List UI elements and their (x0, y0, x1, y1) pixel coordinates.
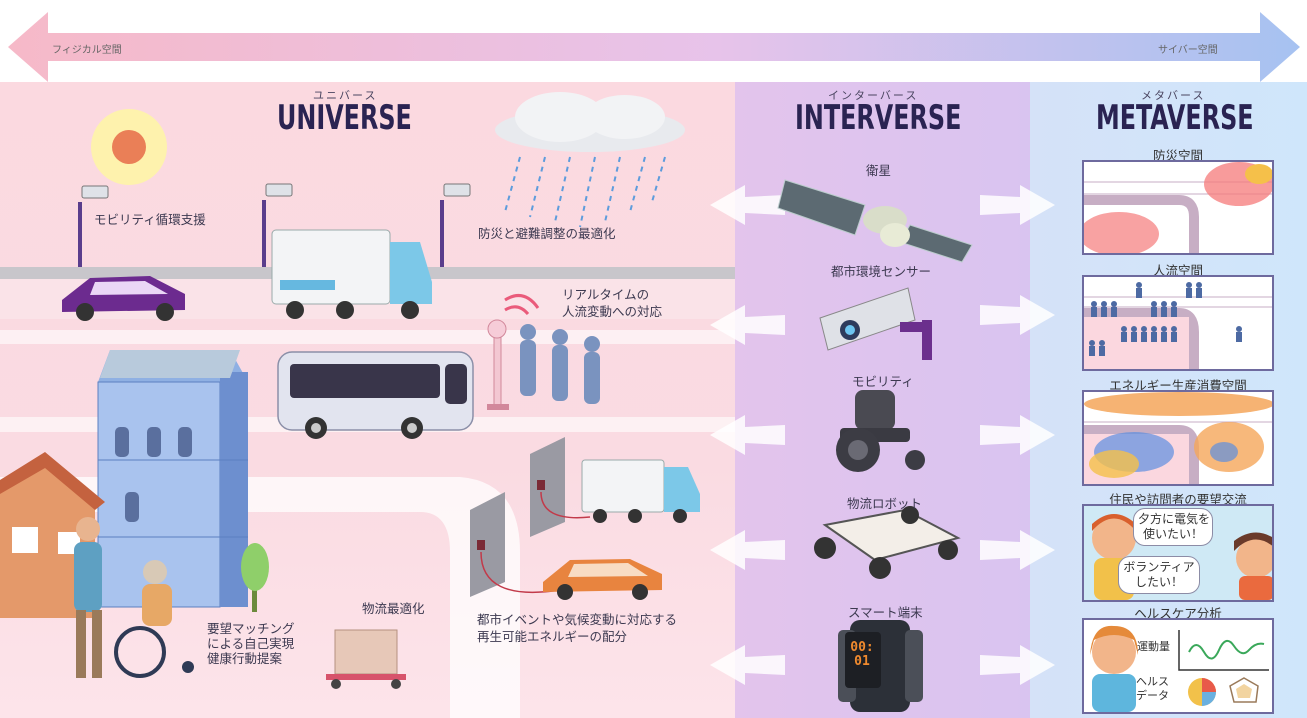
energy-label-2: 再生可能エネルギーの配分 (477, 629, 628, 644)
metaverse-kana: メタバース (1141, 89, 1206, 102)
healthcare-analysis-title: ヘルスケア分析 (1134, 606, 1222, 621)
car-icon (62, 276, 185, 321)
bus-stop-sensor-icon (487, 294, 540, 410)
truck-icon (271, 229, 432, 319)
caregiver-icon (74, 517, 102, 678)
disaster-optimization-label: 防災と避難調整の最適化 (478, 226, 616, 241)
universe-scene (0, 92, 735, 718)
mobility-support-label: モビリティ循環支援 (94, 212, 206, 227)
healthcare-analysis-panel (1082, 618, 1274, 714)
logistics-robot-label: 物流ロボット (847, 496, 923, 511)
matching-label-1: 要望マッチング (207, 621, 295, 636)
tree-icon (241, 543, 269, 612)
people-flow-label-1: リアルタイムの (562, 287, 650, 302)
smart-device-label: スマート端末 (848, 605, 923, 620)
interverse-title: INTERVERSE (795, 98, 962, 138)
chat-bubble-volunteer: ボランティア したい！ (1118, 556, 1200, 594)
sensor-label: 都市環境センサー (831, 264, 932, 279)
universe-kana: ユニバース (313, 89, 378, 102)
mobility-wheelchair-icon (836, 390, 925, 472)
street-camera-icon (78, 200, 444, 272)
universe-title: UNIVERSE (277, 98, 412, 138)
logistics-cart-icon (326, 629, 406, 689)
delivery-truck-icon (581, 459, 700, 523)
physical-cyber-arrow (8, 12, 1300, 82)
bus-icon (277, 351, 474, 439)
satellite-label: 衛星 (866, 163, 892, 178)
environment-sensor-icon (819, 287, 932, 360)
health-data-label: ヘルス データ (1136, 675, 1169, 702)
chat-bubble-electricity: 夕方に電気を 使いたい！ (1133, 508, 1213, 546)
ev-charger-icon (470, 437, 591, 597)
matching-label-3: 健康行動提案 (207, 651, 283, 666)
interverse-kana: インターバース (828, 89, 919, 102)
logistics-label: 物流最適化 (362, 601, 425, 616)
people-flow-space-title: 人流空間 (1152, 263, 1203, 278)
sun-icon (112, 130, 146, 164)
energy-space-title: エネルギー生産消費空間 (1109, 378, 1247, 393)
metaverse-title: METAVERSE (1096, 98, 1254, 138)
wishes-exchange-title: 住民や訪問者の要望交流 (1109, 492, 1247, 507)
logistics-robot-icon (814, 506, 961, 579)
matching-label-2: による自己実現 (207, 636, 295, 651)
satellite-icon (777, 179, 973, 263)
physical-space-label: フィジカル空間 (52, 45, 122, 56)
energy-space-panel (1082, 390, 1274, 486)
energy-label-1: 都市イベントや気候変動に対応する (477, 612, 678, 627)
flow-arrows-right (980, 185, 1055, 685)
wheelchair-user-icon (114, 560, 194, 678)
disaster-space-title: 防災空間 (1152, 148, 1203, 163)
house-icon (0, 452, 105, 618)
building-icon (97, 350, 248, 608)
watch-display: 00:01 (850, 640, 874, 669)
disaster-space-panel (1082, 160, 1274, 255)
people-flow-label-2: 人流変動への対応 (562, 304, 663, 319)
ev-car-icon (543, 559, 662, 600)
mobility-label: モビリティ (852, 374, 914, 389)
people-flow-space-panel (1082, 275, 1274, 371)
activity-label: 運動量 (1137, 640, 1170, 653)
rain-cloud-icon (495, 92, 685, 228)
interverse-devices (710, 179, 1055, 712)
flow-arrows-left (710, 185, 785, 685)
cyber-space-label: サイバー空間 (1158, 45, 1218, 56)
waiting-people-icon (520, 324, 600, 404)
smart-watch-icon (838, 620, 923, 712)
